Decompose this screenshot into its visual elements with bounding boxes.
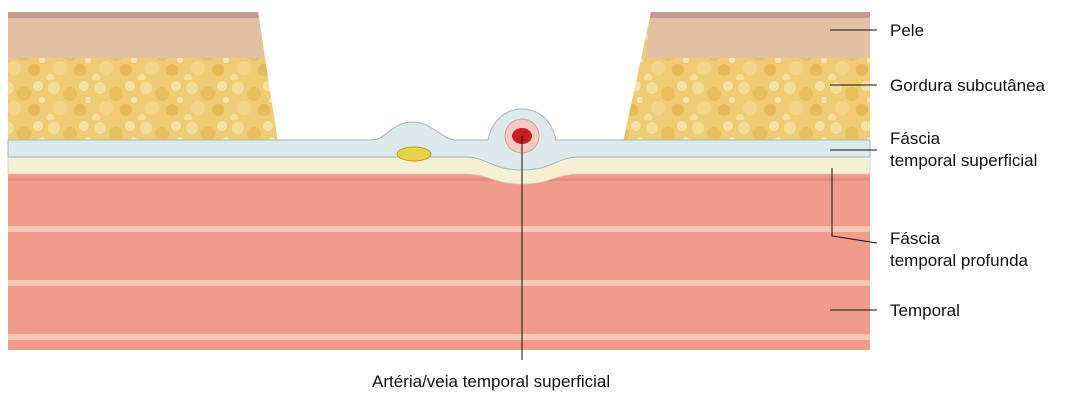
label-arteria-veia: Artéria/veia temporal superficial [372, 371, 610, 393]
nerve-oval [397, 147, 431, 161]
label-gordura-subcutanea: Gordura subcutânea [890, 75, 1045, 97]
label-temporal: Temporal [890, 300, 960, 322]
label-fascia-profunda-line2: temporal profunda [890, 250, 1028, 272]
label-pele: Pele [890, 20, 924, 42]
label-fascia-superficial-line1: Fáscia [890, 128, 940, 150]
skin-fat-right [623, 12, 870, 142]
skin-fat-left [8, 12, 278, 142]
label-fascia-profunda-line1: Fáscia [890, 228, 940, 250]
temporal-muscle [8, 170, 870, 350]
label-fascia-superficial-line2: temporal superficial [890, 150, 1037, 172]
